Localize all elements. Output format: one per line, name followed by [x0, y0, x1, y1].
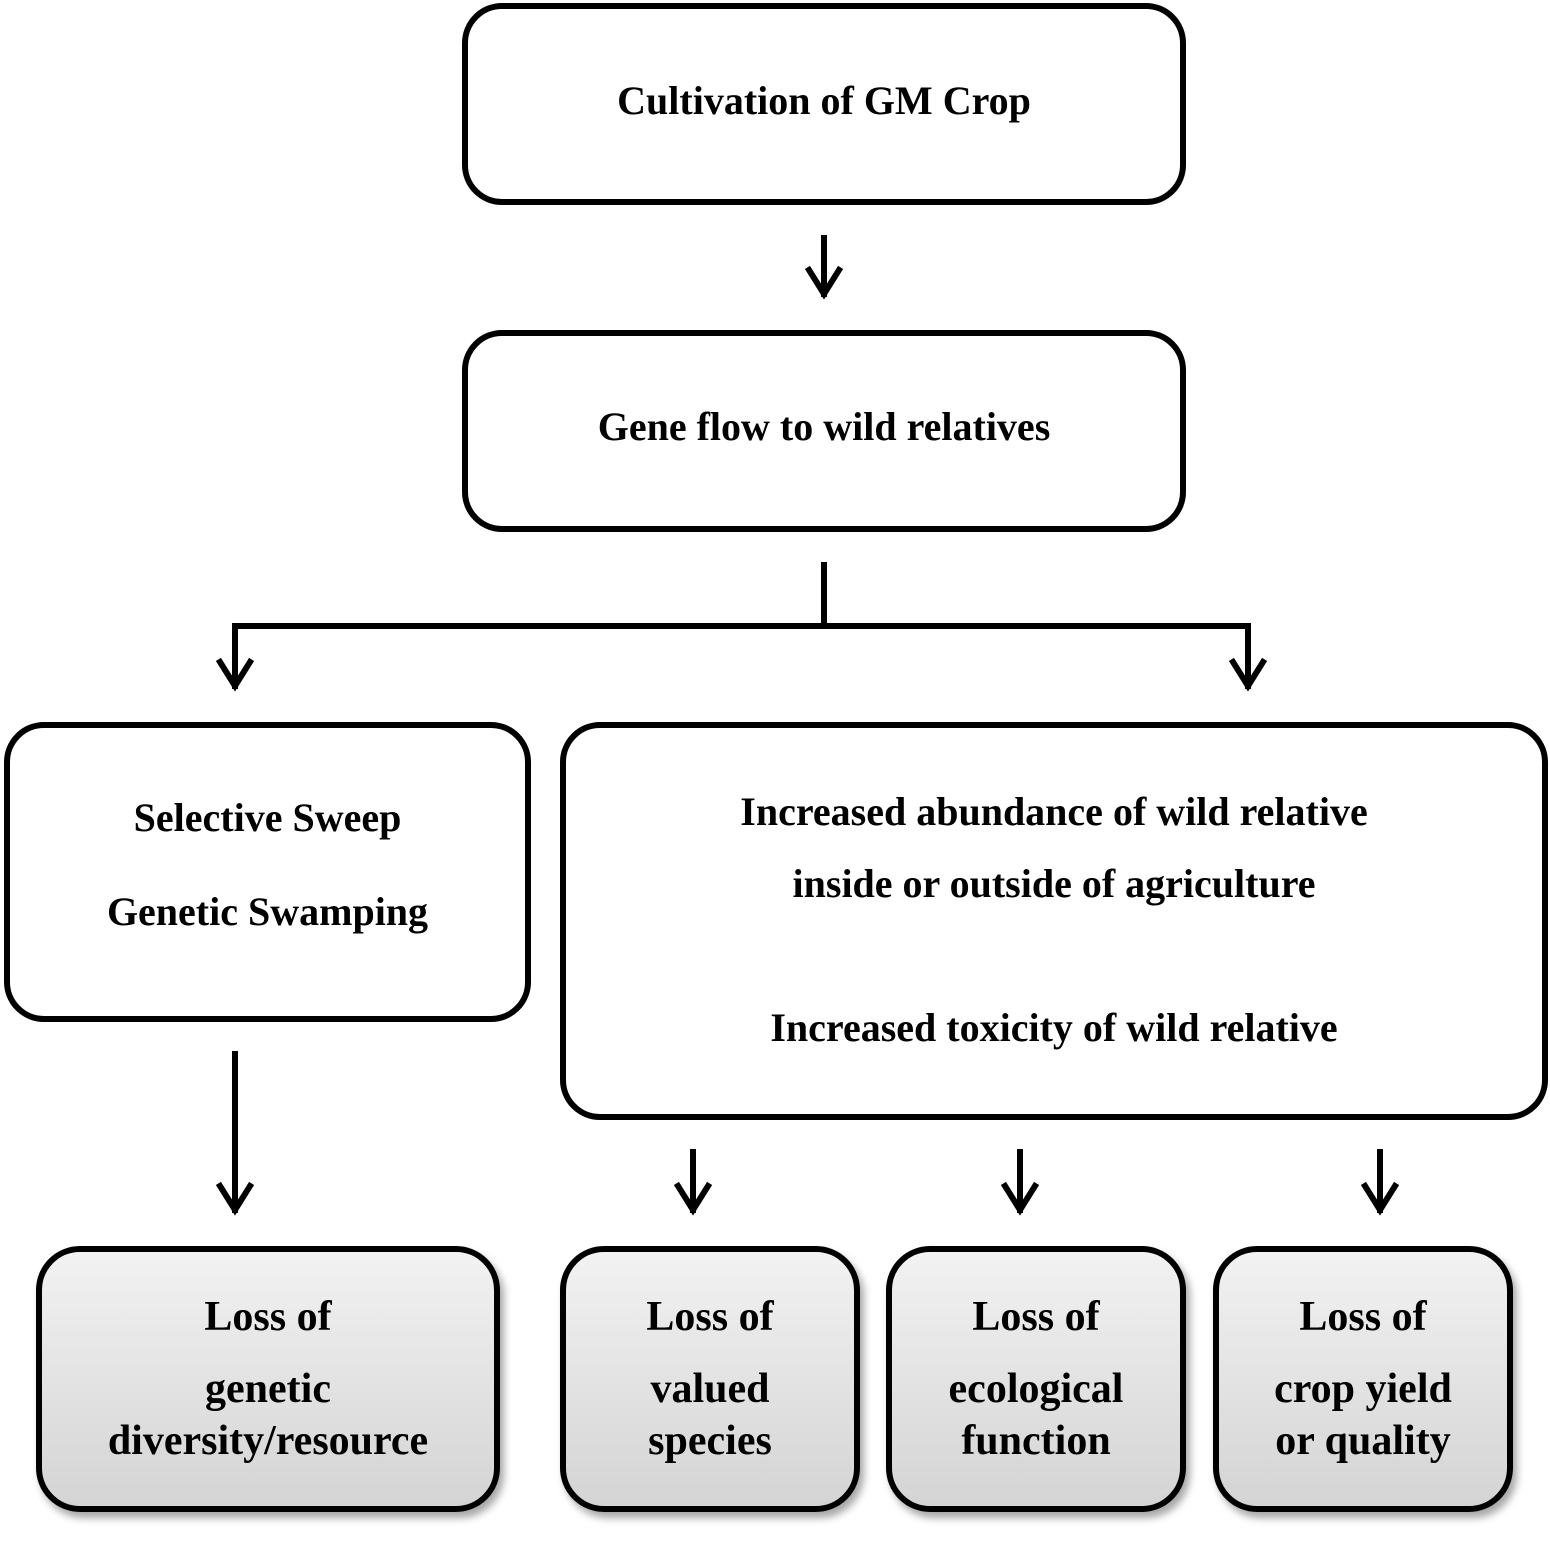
node-abundance-line2: inside or outside of agriculture [792, 861, 1316, 906]
outcome-valued-line3: species [648, 1418, 772, 1464]
outcome-crop-line3: or quality [1275, 1418, 1451, 1464]
arrow-to-sweep [215, 623, 255, 692]
outcome-genetic-line3: diversity/resource [107, 1418, 429, 1464]
node-abundance-line3: Increased toxicity of wild relative [770, 1005, 1338, 1050]
node-gene-flow-label: Gene flow to wild relatives [597, 404, 1051, 449]
node-sweep-line2: Genetic Swamping [106, 889, 429, 934]
arrow-to-genetic-outcome [215, 1051, 255, 1216]
outcome-ecological-line3: function [961, 1418, 1111, 1464]
outcome-genetic: Loss of genetic diversity/resource [36, 1246, 500, 1512]
arrow-to-valued-outcome [673, 1149, 713, 1216]
node-sweep: Selective Sweep Genetic Swamping [4, 722, 531, 1022]
arrow-to-ecological-outcome [1000, 1149, 1040, 1216]
outcome-crop-line1: Loss of [1299, 1294, 1427, 1340]
outcome-ecological-line2: ecological [948, 1366, 1124, 1412]
node-cultivation: Cultivation of GM Crop [462, 3, 1186, 205]
outcome-valued-line1: Loss of [646, 1294, 774, 1340]
outcome-valued-line2: valued [650, 1366, 770, 1412]
node-gene-flow: Gene flow to wild relatives [462, 330, 1186, 532]
outcome-ecological-line1: Loss of [972, 1294, 1100, 1340]
arrow-to-abundance [1228, 623, 1268, 692]
arrow-cultivation-to-gene-flow [804, 235, 844, 300]
branch-connector [232, 562, 1251, 629]
outcome-crop: Loss of crop yield or quality [1213, 1246, 1513, 1512]
node-abundance: Increased abundance of wild relative ins… [560, 722, 1548, 1120]
arrow-to-crop-outcome [1360, 1149, 1400, 1216]
outcome-crop-line2: crop yield [1274, 1366, 1452, 1412]
outcome-genetic-line2: genetic [205, 1366, 331, 1412]
node-abundance-line1: Increased abundance of wild relative [740, 789, 1368, 834]
outcome-ecological: Loss of ecological function [886, 1246, 1186, 1512]
outcome-genetic-line1: Loss of [204, 1294, 332, 1340]
node-cultivation-label: Cultivation of GM Crop [617, 78, 1031, 123]
outcome-valued: Loss of valued species [560, 1246, 860, 1512]
node-sweep-line1: Selective Sweep [133, 795, 402, 840]
